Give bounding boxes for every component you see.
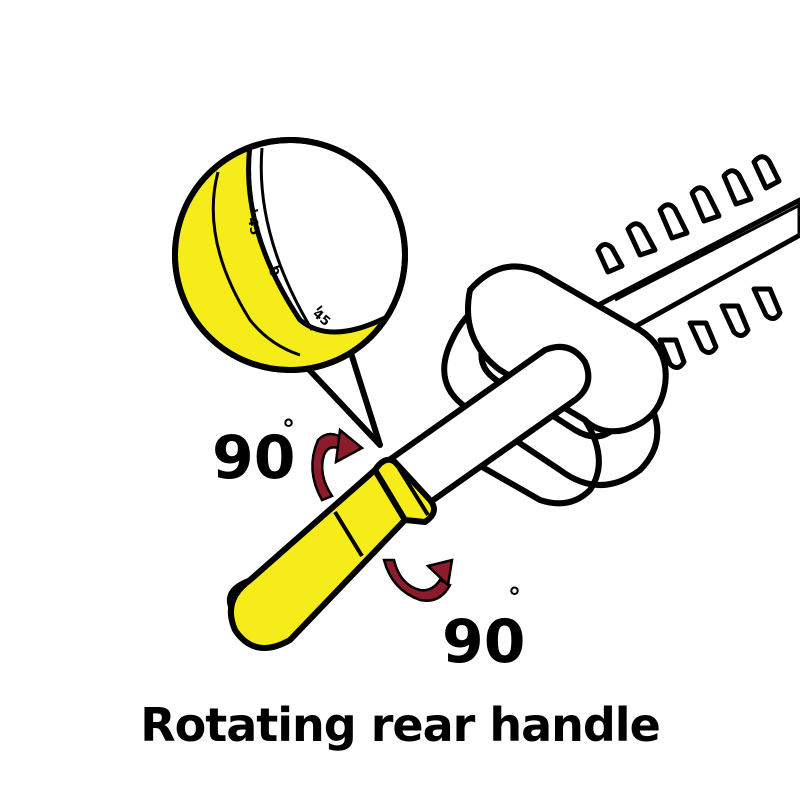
scale-label-left: 45 [244,216,262,236]
rotation-arrow-upper [311,427,365,502]
rotation-arrow-lower [382,558,454,602]
rotation-label-upper: 90 [212,423,296,493]
handle-shaft [372,344,592,523]
degree-mark-upper: ° [282,415,295,445]
degree-mark-lower: ° [508,583,521,613]
rear-handle [226,456,437,651]
zoom-callout [172,137,408,448]
rotation-label-lower: 90 [442,607,526,677]
blade-teeth-upper [595,154,782,275]
caption-title: Rotating rear handle [140,698,661,752]
blade-teeth-lower [657,286,783,370]
